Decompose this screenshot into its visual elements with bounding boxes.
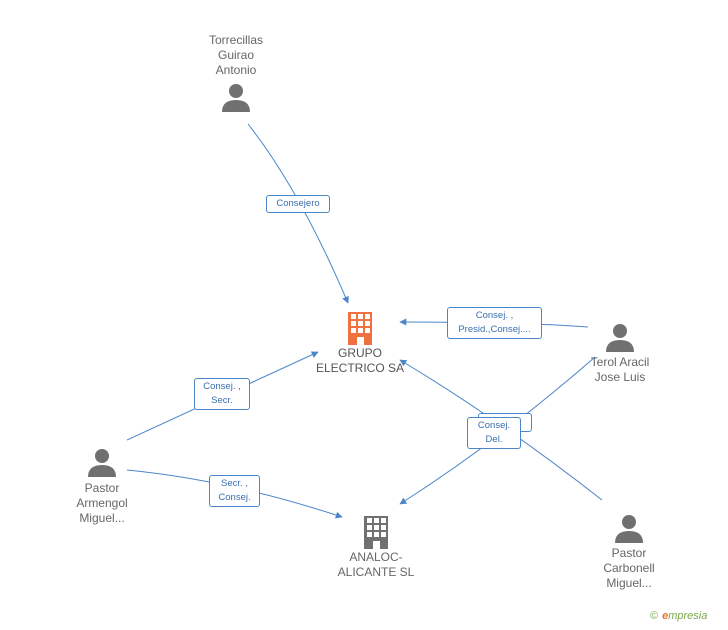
person-icon: [615, 515, 643, 543]
person-name[interactable]: Pastor Armengol Miguel...: [76, 481, 128, 525]
person-icon: [88, 449, 116, 477]
edge-label-torrecillas-grupo[interactable]: Consejero: [266, 195, 330, 213]
brand-name: mpresia: [668, 610, 708, 622]
person-node-terol-aracil[interactable]: Terol Aracil Jose Luis: [570, 322, 670, 385]
brand-initial: e: [662, 610, 669, 622]
person-name[interactable]: Terol Aracil Jose Luis: [590, 355, 650, 384]
building-icon: [348, 312, 372, 345]
company-node-grupo-electrico[interactable]: GRUPO ELECTRICO SA: [310, 310, 410, 376]
edge-torrecillas-grupo: [247, 123, 349, 304]
person-node-pastor-armengol[interactable]: Pastor Armengol Miguel...: [52, 447, 152, 526]
building-icon: [364, 516, 388, 549]
company-name[interactable]: GRUPO ELECTRICO SA: [315, 346, 405, 375]
person-node-torrecillas[interactable]: Torrecillas Guirao Antonio: [186, 33, 286, 112]
edge-label-armengol-analoc[interactable]: Secr. , Consej.: [209, 475, 260, 507]
company-node-analoc-alicante[interactable]: ANALOC- ALICANTE SL: [326, 514, 426, 580]
person-icon: [606, 324, 634, 352]
person-name[interactable]: Pastor Carbonell Miguel...: [603, 546, 655, 590]
company-name[interactable]: ANALOC- ALICANTE SL: [337, 550, 415, 579]
copyright-symbol: ©: [650, 610, 659, 622]
person-name[interactable]: Torrecillas Guirao Antonio: [208, 33, 263, 77]
edge-label-armengol-grupo[interactable]: Consej. , Secr.: [194, 378, 250, 410]
edge-label-terol-grupo[interactable]: Consej. , Presid.,Consej....: [447, 307, 542, 339]
person-icon: [222, 84, 250, 112]
brand-watermark: ©empresia: [650, 610, 707, 622]
edge-label-terol-analoc[interactable]: Consej. Del.: [467, 417, 521, 449]
person-node-pastor-carbonell[interactable]: Pastor Carbonell Miguel...: [579, 513, 679, 591]
